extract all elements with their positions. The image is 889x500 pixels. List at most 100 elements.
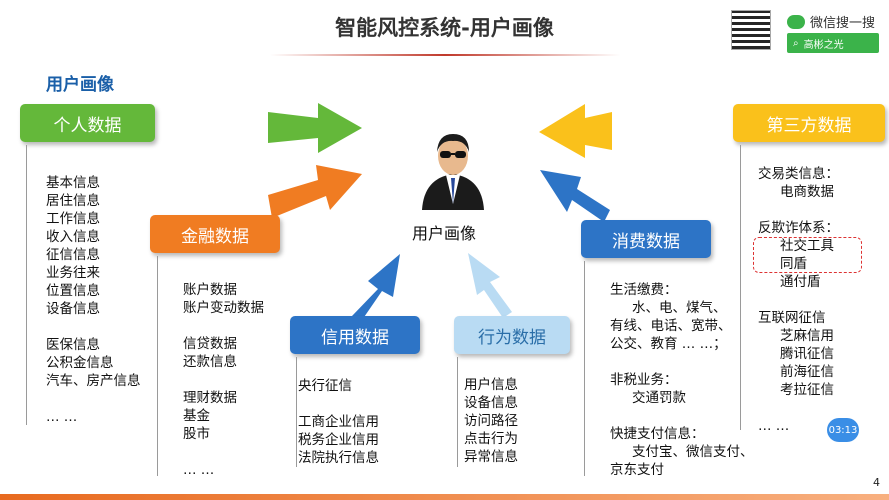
consume-list-bracket [584, 261, 585, 476]
wechat-search-bar[interactable]: ⌕ 高彬之光 [787, 33, 879, 53]
box-personal-data: 个人数据 [20, 104, 155, 142]
page-title: 智能风控系统-用户画像 [335, 16, 554, 40]
list-item: 访问路径 [464, 413, 518, 429]
list-item: 公积金信息 [46, 355, 114, 371]
wechat-icon [787, 14, 805, 29]
page-number: 4 [873, 476, 880, 489]
consume-pay-line-1: 支付宝、微信支付、 [632, 444, 754, 460]
list-item: 税务企业信用 [298, 432, 379, 448]
third-net-title: 互联网征信 [758, 310, 826, 326]
search-icon: ⌕ [793, 37, 799, 49]
arrow-third-to-center [539, 104, 612, 158]
arrow-personal-to-center [268, 103, 362, 153]
consume-life-line-3: 公交、教育 … …； [610, 336, 727, 352]
list-item: 还款信息 [183, 354, 237, 370]
list-item: 位置信息 [46, 283, 100, 299]
arrow-behavior-to-center [468, 253, 512, 318]
qr-code-icon [731, 10, 771, 50]
consume-tax-line-1: 交通罚款 [632, 390, 686, 406]
list-item: 理财数据 [183, 390, 237, 406]
list-item: 医保信息 [46, 337, 100, 353]
consumption-data-list: 生活缴费： 水、电、煤气、 有线、电话、宽带、 公交、教育 … …； 非税业务：… [610, 281, 754, 479]
arrow-consume-to-center [540, 170, 610, 222]
spacer [758, 399, 839, 417]
personal-list-bracket [26, 145, 27, 425]
highlight-dashed-box [753, 237, 862, 273]
title-underline [270, 54, 620, 56]
box-consumption-data: 消费数据 [581, 220, 711, 258]
list-item: 用户信息 [464, 377, 518, 393]
list-item: 征信信息 [46, 247, 100, 263]
box-financial-data: 金融数据 [150, 215, 280, 253]
spacer [758, 291, 839, 309]
box-behavior-data: 行为数据 [454, 316, 570, 354]
consume-life-title: 生活缴费： [610, 282, 678, 298]
user-avatar-icon [422, 134, 484, 210]
consume-pay-line-2: 京东支付 [610, 462, 664, 478]
third-fraud-line-1: 社交工具 [780, 238, 834, 254]
spacer [610, 407, 754, 425]
behavior-list-bracket [457, 357, 458, 467]
arrow-finance-to-center [268, 165, 362, 218]
list-item: … … [46, 409, 78, 425]
consume-pay-title: 快捷支付信息： [610, 426, 705, 442]
list-item: 基本信息 [46, 175, 100, 191]
third-fraud-line-3: 通付盾 [780, 274, 821, 290]
spacer [46, 318, 141, 336]
third-net-line-2: 腾讯征信 [780, 346, 834, 362]
list-item: 汽车、房产信息 [46, 373, 141, 389]
finance-list-bracket [157, 256, 158, 476]
third-party-data-list: 交易类信息： 电商数据 反欺诈体系： 社交工具 同盾 通付盾 互联网征信 芝麻信… [758, 165, 839, 435]
third-fraud-line-2: 同盾 [780, 256, 807, 272]
box-credit-data: 信用数据 [290, 316, 420, 354]
third-net-line-3: 前海征信 [780, 364, 834, 380]
list-item: 基金 [183, 408, 210, 424]
wechat-label-text: 微信搜一搜 [810, 16, 876, 31]
consume-life-line-2: 有线、电话、宽带、 [610, 318, 732, 334]
list-item: 法院执行信息 [298, 450, 379, 466]
spacer [758, 201, 839, 219]
third-trade-line-1: 电商数据 [780, 184, 834, 200]
spacer [298, 395, 379, 413]
third-net-line-4: 考拉征信 [780, 382, 834, 398]
list-item: 设备信息 [464, 395, 518, 411]
financial-data-list: 账户数据账户变动数据信贷数据还款信息理财数据基金股市 … … [183, 281, 264, 479]
credit-data-list: 央行征信工商企业信用税务企业信用法院执行信息 [298, 377, 379, 467]
credit-list-bracket [296, 357, 297, 467]
third-net-line-1: 芝麻信用 [780, 328, 834, 344]
spacer [183, 443, 264, 461]
behavior-data-list: 用户信息设备信息访问路径点击行为异常信息 [464, 376, 518, 466]
list-item: 居住信息 [46, 193, 100, 209]
list-item: 点击行为 [464, 431, 518, 447]
list-item: 工作信息 [46, 211, 100, 227]
spacer [183, 371, 264, 389]
search-bar-text: 高彬之光 [803, 39, 844, 51]
video-timer-badge[interactable]: 03:13 [827, 418, 859, 442]
third-more: … … [758, 418, 790, 434]
list-item: 工商企业信用 [298, 414, 379, 430]
spacer [183, 317, 264, 335]
bottom-accent-bar [0, 494, 889, 500]
list-item: 异常信息 [464, 449, 518, 465]
wechat-search-label: 微信搜一搜 [787, 12, 875, 31]
section-subtitle: 用户画像 [46, 75, 114, 95]
list-item: 账户变动数据 [183, 300, 264, 316]
consume-tax-title: 非税业务： [610, 372, 678, 388]
spacer [46, 390, 141, 408]
list-item: 股市 [183, 426, 210, 442]
box-third-party-data: 第三方数据 [733, 104, 885, 142]
third-fraud-title: 反欺诈体系： [758, 220, 839, 236]
list-item: 央行征信 [298, 378, 352, 394]
list-item: … … [183, 462, 215, 478]
list-item: 账户数据 [183, 282, 237, 298]
arrow-credit-to-center [352, 254, 400, 323]
list-item: 收入信息 [46, 229, 100, 245]
list-item: 信贷数据 [183, 336, 237, 352]
center-node-label: 用户画像 [412, 224, 477, 243]
third-trade-title: 交易类信息： [758, 166, 839, 182]
list-item: 设备信息 [46, 301, 100, 317]
personal-data-list: 基本信息居住信息工作信息收入信息征信信息业务往来位置信息设备信息医保信息公积金信… [46, 174, 141, 426]
list-item: 业务往来 [46, 265, 100, 281]
spacer [610, 353, 754, 371]
